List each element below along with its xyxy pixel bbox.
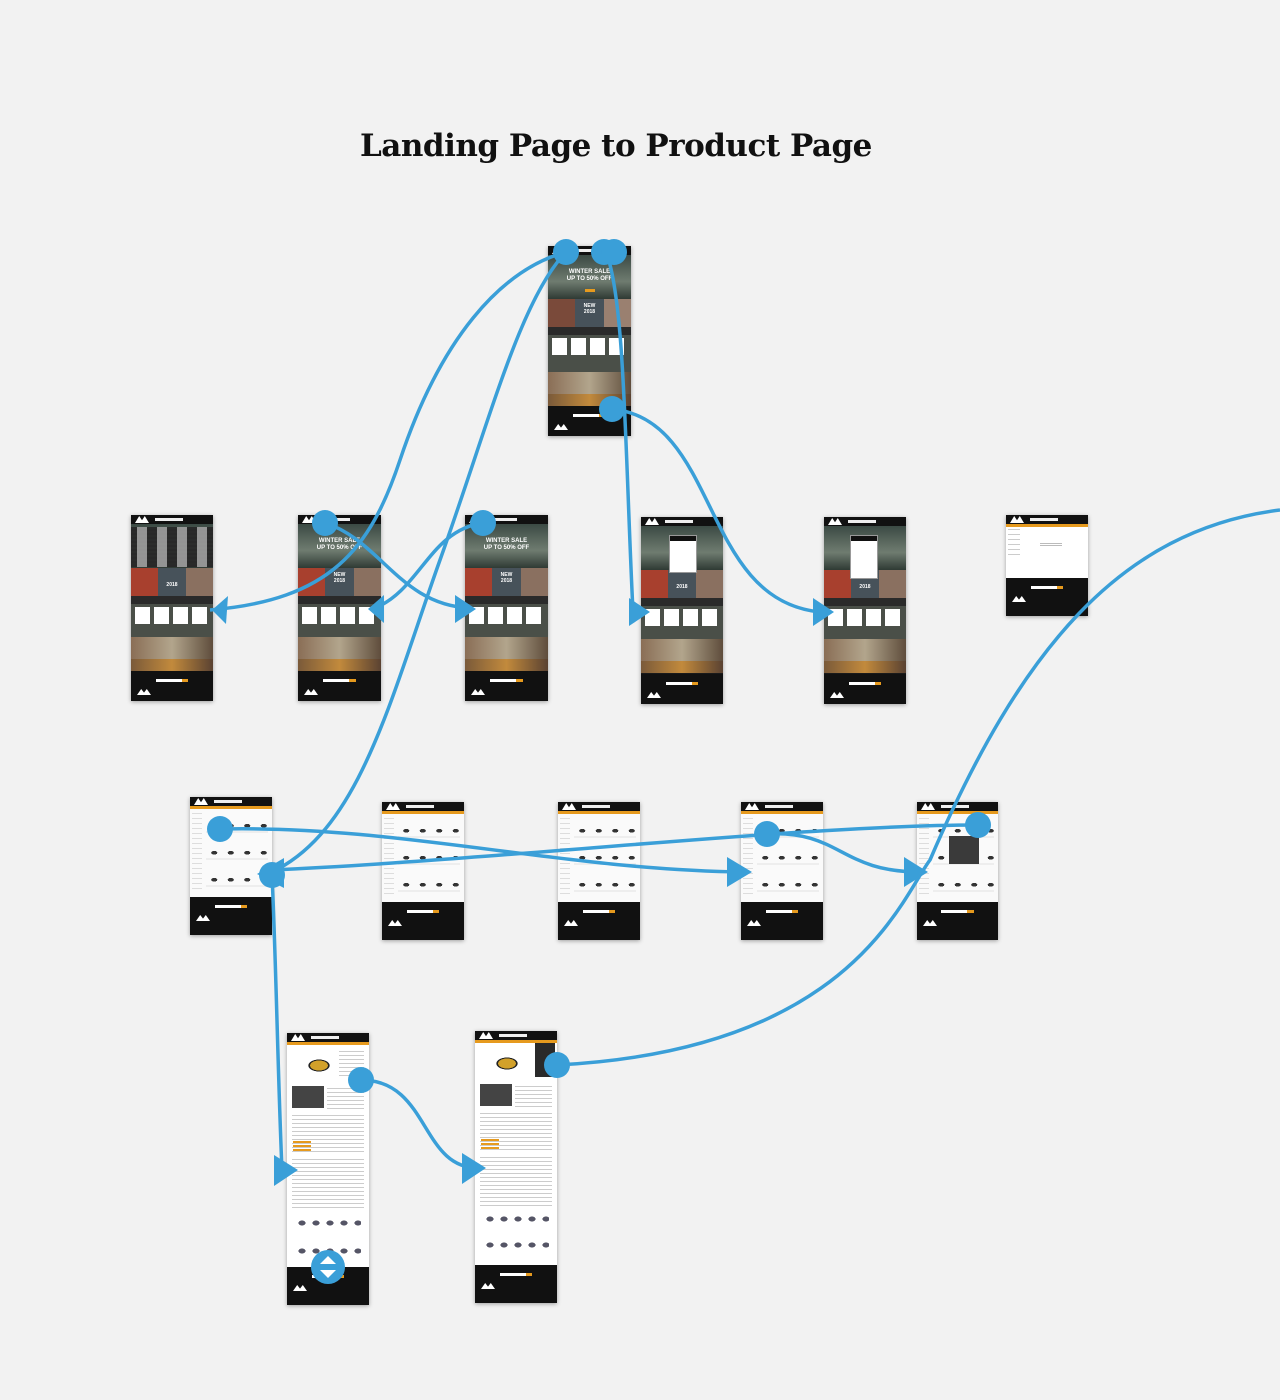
image-band [548, 372, 631, 394]
screen-landing-page-variant-b[interactable]: WINTER SALE UP TO 50% OFF NEW 2018 [465, 515, 548, 701]
board-title: Landing Page to Product Page [360, 128, 872, 164]
connector-list-a-to-product [270, 874, 284, 1171]
dropdown-menu [949, 836, 979, 864]
arrowhead [274, 1155, 298, 1186]
promo-text: 2018 [668, 570, 696, 598]
arrowhead [629, 598, 650, 626]
screen-empty-results-page[interactable] [1006, 515, 1088, 616]
hotspot[interactable] [553, 239, 579, 265]
screen-landing-menu-open[interactable]: 2018 [131, 515, 213, 701]
screen-product-list-d[interactable] [741, 802, 823, 940]
icon-row [548, 327, 631, 335]
scroll-up-icon [320, 1256, 336, 1264]
screen-product-list-c[interactable] [558, 802, 640, 940]
hotspot[interactable] [754, 821, 780, 847]
connector-list-d-to-menu [766, 832, 921, 874]
spec-table [480, 1084, 512, 1106]
arrowhead [455, 595, 476, 623]
spec-table [292, 1086, 324, 1108]
screen-landing-register-modal[interactable]: 2018 [824, 517, 906, 704]
connector-list-d-to-a [269, 823, 979, 872]
hotspot[interactable] [348, 1067, 374, 1093]
arrowhead [727, 857, 752, 887]
connector-landing-to-menu [209, 250, 567, 612]
search-bar [572, 249, 600, 252]
arrowhead [813, 598, 834, 626]
connector-landing-to-list-a [271, 250, 568, 874]
hotspot[interactable] [601, 239, 627, 265]
connector-variant-a-to-b [324, 521, 471, 610]
promo-text: NEW 2018 [575, 299, 604, 327]
mega-menu [131, 527, 213, 567]
connector-list-a-to-d [219, 826, 746, 874]
register-modal [850, 535, 878, 579]
footer [548, 406, 631, 436]
hotspot[interactable] [259, 862, 285, 888]
promo-text: NEW 2018 [492, 568, 521, 596]
connector-product-to-variant [360, 1078, 481, 1170]
scroll-hotspot[interactable] [311, 1250, 345, 1284]
arrowhead [368, 595, 384, 623]
hero-text: WINTER SALE UP TO 50% OFF [483, 538, 530, 551]
hero-text: WINTER SALE UP TO 50% OFF [566, 269, 613, 282]
hotspot[interactable] [312, 510, 338, 536]
hotspot[interactable] [544, 1052, 570, 1078]
arrowhead [212, 596, 228, 624]
connector-landing-to-login [604, 251, 635, 613]
product-image [301, 1049, 337, 1079]
product-image [489, 1047, 525, 1077]
hero-button [584, 289, 595, 292]
promo-row: NEW 2018 [548, 299, 631, 327]
connector-landing-footer-to-register [611, 407, 821, 614]
screen-product-page-variant[interactable] [475, 1031, 557, 1303]
screen-landing-login-modal[interactable]: 2018 [641, 517, 723, 704]
hotspot[interactable] [965, 812, 991, 838]
arrowhead [462, 1153, 486, 1184]
arrowhead [904, 857, 928, 887]
hotspot[interactable] [470, 510, 496, 536]
hotspot[interactable] [599, 396, 625, 422]
connector-variant-to-menu [556, 508, 1280, 1067]
promo-text: 2018 [158, 568, 186, 596]
scroll-down-icon [320, 1270, 336, 1278]
connector-variant-b-to-a [374, 521, 484, 610]
login-modal [669, 535, 697, 573]
screen-landing-page-variant-a[interactable]: WINTER SALE UP TO 50% OFF NEW 2018 [298, 515, 381, 701]
hotspot[interactable] [207, 816, 233, 842]
product-row [548, 335, 631, 372]
screen-landing-page[interactable]: WINTER SALE UP TO 50% OFF NEW 2018 [548, 246, 631, 436]
